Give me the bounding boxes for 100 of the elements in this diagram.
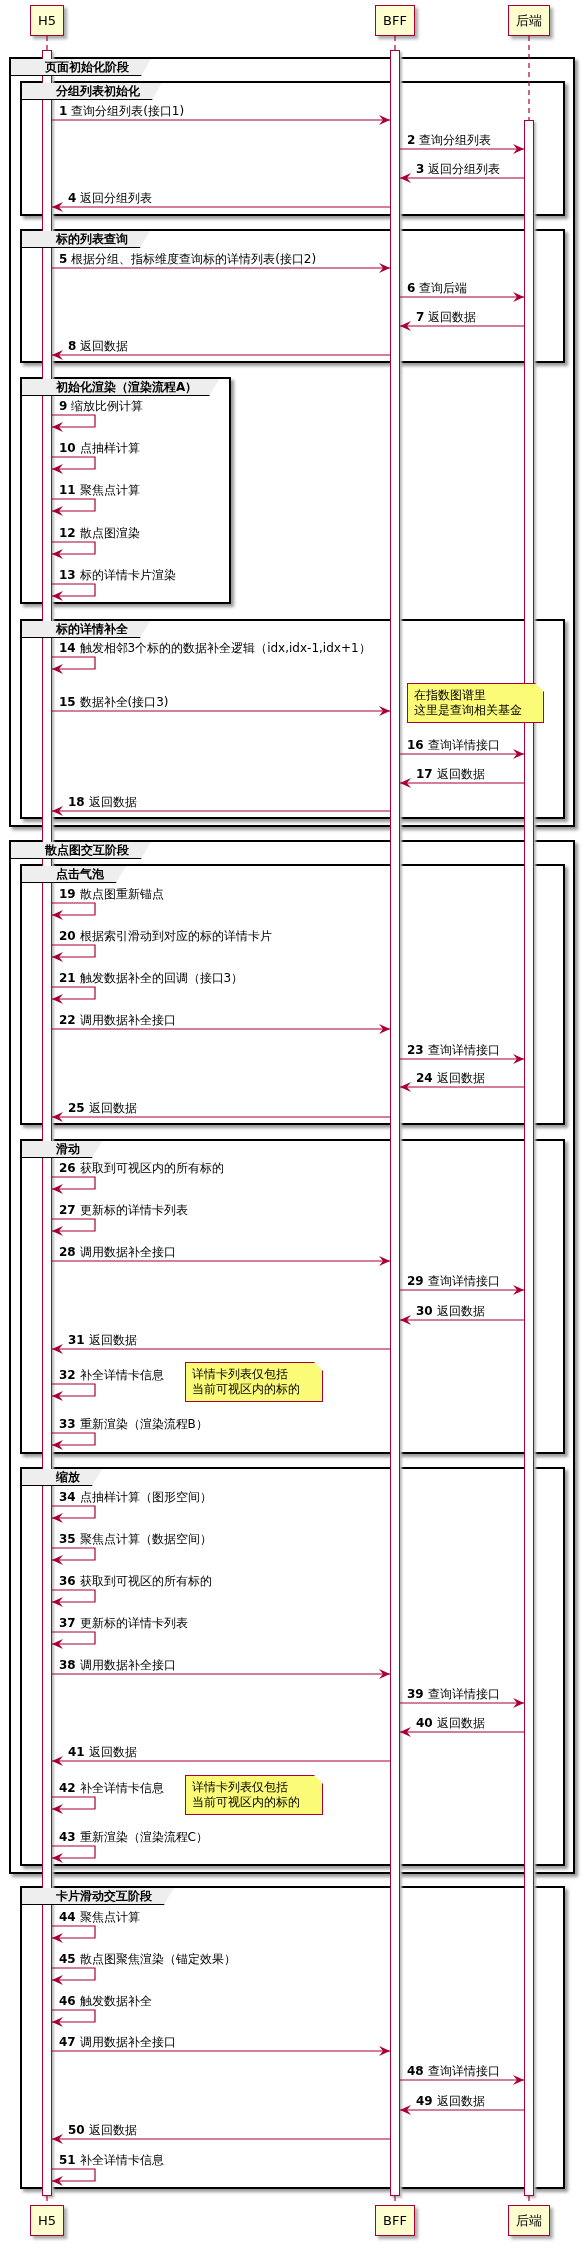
- message-label: 1 查询分组列表(接口1): [59, 104, 185, 118]
- message-arrow: [51, 1631, 96, 1649]
- lifeline: [394, 35, 396, 51]
- message-arrow: [399, 778, 525, 788]
- message-label: 7 返回数据: [416, 310, 477, 324]
- message-arrow: [51, 1669, 391, 1679]
- frame-title: 标的列表查询: [22, 231, 150, 248]
- message-arrow: [51, 2046, 391, 2056]
- message-arrow: [51, 902, 96, 920]
- message-label: 43 重新渲染（渲染流程C）: [59, 1830, 208, 1844]
- message-label: 13 标的详情卡片渲染: [59, 568, 176, 582]
- message-arrow: [51, 1256, 391, 1266]
- message-arrow: [399, 2105, 525, 2115]
- activation-bar: [524, 120, 534, 2196]
- message-label: 45 散点图聚焦渲染（锚定效果）: [59, 1952, 236, 1966]
- message-arrow: [51, 1344, 391, 1354]
- message-label: 4 返回分组列表: [68, 191, 153, 205]
- activation-bar: [390, 50, 400, 2196]
- frame-title: 散点图交互阶段: [11, 842, 151, 859]
- message-label: 48 查询详情接口: [407, 2064, 500, 2078]
- message-arrow: [51, 1925, 96, 1943]
- message-label: 2 查询分组列表: [407, 133, 492, 147]
- message-arrow: [51, 1967, 96, 1985]
- message-arrow: [51, 656, 96, 674]
- message-arrow: [51, 1547, 96, 1565]
- message-arrow: [51, 986, 96, 1004]
- participant-box: BFF: [375, 2205, 415, 2236]
- message-label: 36 获取到可视区的所有标的: [59, 1574, 212, 1588]
- message-label: 50 返回数据: [68, 2123, 137, 2137]
- message-arrow: [399, 1054, 525, 1064]
- message-arrow: [51, 1589, 96, 1607]
- message-arrow: [51, 498, 96, 516]
- message-label: 14 触发相邻3个标的的数据补全逻辑（idx,idx-1,idx+1）: [59, 641, 371, 655]
- message-label: 49 返回数据: [416, 2094, 485, 2108]
- message-label: 12 散点图渲染: [59, 526, 140, 540]
- message-label: 37 更新标的详情卡列表: [59, 1616, 188, 1630]
- message-label: 16 查询详情接口: [407, 738, 500, 752]
- message-label: 8 返回数据: [68, 339, 129, 353]
- lifeline: [528, 35, 530, 121]
- message-arrow: [399, 144, 525, 154]
- message-label: 11 聚焦点计算: [59, 483, 140, 497]
- message-arrow: [51, 1383, 96, 1401]
- message-label: 3 返回分组列表: [416, 162, 501, 176]
- message-label: 25 返回数据: [68, 1101, 137, 1115]
- message-arrow: [51, 2168, 96, 2186]
- frame-title: 分组列表初始化: [22, 83, 162, 100]
- message-arrow: [399, 292, 525, 302]
- message-arrow: [51, 1176, 96, 1194]
- message-label: 35 聚焦点计算（数据空间）: [59, 1532, 212, 1546]
- message-arrow: [51, 1845, 96, 1863]
- message-label: 18 返回数据: [68, 795, 137, 809]
- message-arrow: [399, 1727, 525, 1737]
- message-arrow: [51, 2134, 391, 2144]
- message-arrow: [399, 1315, 525, 1325]
- frame-title: 标的详情补全: [22, 621, 150, 638]
- message-label: 6 查询后端: [407, 281, 468, 295]
- message-label: 20 根据索引滑动到对应的标的详情卡片: [59, 929, 272, 943]
- message-arrow: [399, 749, 525, 759]
- message-arrow: [399, 173, 525, 183]
- message-label: 26 获取到可视区内的所有标的: [59, 1161, 224, 1175]
- message-arrow: [51, 583, 96, 601]
- message-arrow: [399, 1082, 525, 1092]
- message-label: 17 返回数据: [416, 767, 485, 781]
- message-label: 47 调用数据补全接口: [59, 2035, 176, 2049]
- message-label: 33 重新渲染（渲染流程B）: [59, 1417, 208, 1431]
- message-label: 24 返回数据: [416, 1071, 485, 1085]
- message-arrow: [399, 2075, 525, 2085]
- message-label: 42 补全详情卡信息: [59, 1781, 164, 1795]
- frame-title: 初始化渲染（渲染流程A）: [22, 379, 220, 396]
- message-arrow: [51, 1218, 96, 1236]
- message-arrow: [51, 115, 391, 125]
- message-arrow: [51, 1112, 391, 1122]
- message-arrow: [51, 456, 96, 474]
- participant-box: H5: [30, 5, 64, 36]
- message-arrow: [51, 541, 96, 559]
- frame-title: 页面初始化阶段: [11, 59, 151, 76]
- note: 详情卡列表仅包括当前可视区内的标的: [185, 1775, 323, 1815]
- message-arrow: [51, 1432, 96, 1450]
- message-label: 39 查询详情接口: [407, 1687, 500, 1701]
- message-arrow: [51, 1796, 96, 1814]
- message-label: 46 触发数据补全: [59, 1994, 152, 2008]
- message-arrow: [51, 1024, 391, 1034]
- message-arrow: [51, 202, 391, 212]
- message-label: 21 触发数据补全的回调（接口3）: [59, 971, 244, 985]
- lifeline: [46, 35, 48, 51]
- message-label: 30 返回数据: [416, 1304, 485, 1318]
- message-label: 34 点抽样计算（图形空间）: [59, 1490, 212, 1504]
- message-label: 27 更新标的详情卡列表: [59, 1203, 188, 1217]
- message-label: 44 聚焦点计算: [59, 1910, 140, 1924]
- message-arrow: [51, 2009, 96, 2027]
- participant-box: H5: [30, 2205, 64, 2236]
- message-label: 31 返回数据: [68, 1333, 137, 1347]
- message-label: 5 根据分组、指标维度查询标的详情列表(接口2): [59, 252, 317, 266]
- participant-box: BFF: [375, 5, 415, 36]
- message-label: 41 返回数据: [68, 1745, 137, 1759]
- message-arrow: [51, 1756, 391, 1766]
- frame-title: 点击气泡: [22, 866, 126, 883]
- message-arrow: [399, 1698, 525, 1708]
- message-label: 9 缩放比例计算: [59, 399, 144, 413]
- message-arrow: [399, 321, 525, 331]
